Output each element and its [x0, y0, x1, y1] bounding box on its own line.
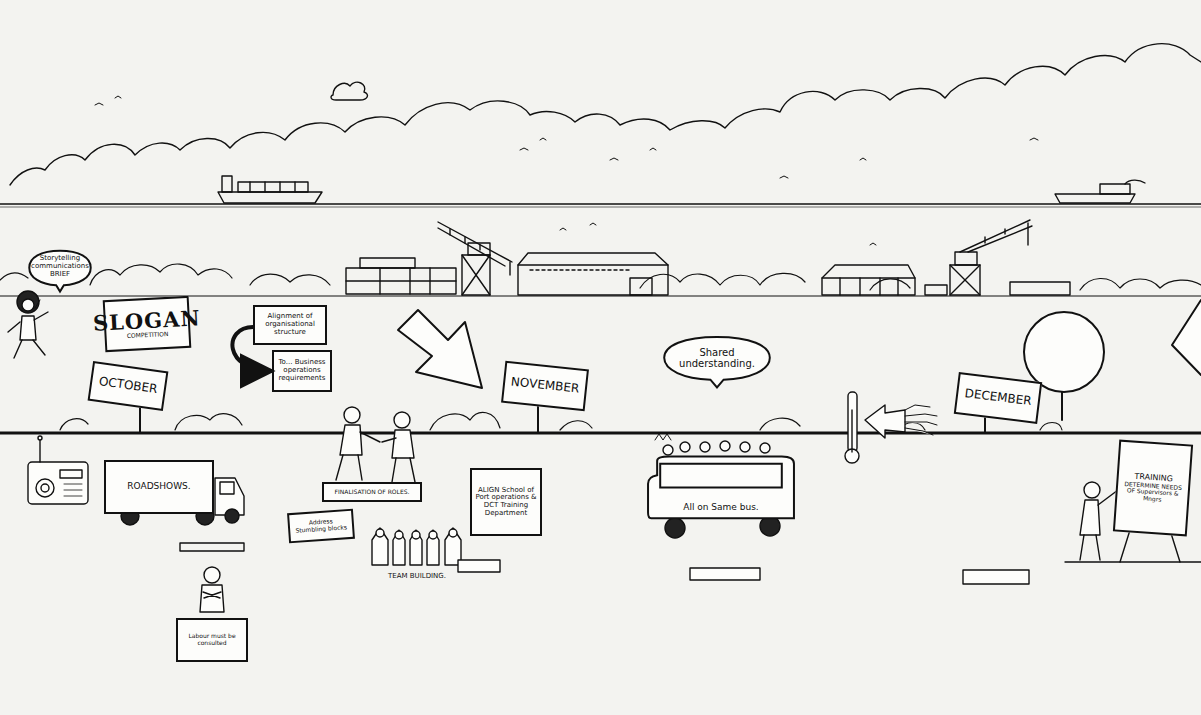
warehouse [518, 253, 668, 295]
node-text: ALIGN School of Port operations & DCT Tr… [475, 487, 537, 518]
cloud-line [10, 44, 1201, 185]
container-ship [1055, 180, 1145, 203]
month-sign: OCTOBER [88, 361, 169, 411]
node-subtext: COMPETITION [127, 331, 169, 340]
warehouse [822, 265, 915, 295]
node-text: All on Same bus. [683, 503, 758, 513]
handshake-figures [336, 407, 415, 482]
empty-box [458, 560, 500, 572]
big-arrow [398, 310, 482, 388]
node-text: TEAM BUILDING. [388, 573, 446, 581]
speech-bubble: Shared understanding. [662, 336, 772, 388]
node-subtext: DETERMINE NEEDS OF Supervisors & Mngrs [1120, 480, 1185, 504]
road-line [0, 432, 1201, 435]
cloud-small [331, 82, 367, 100]
radio [28, 436, 88, 504]
slogan-sign: SLOGANCOMPETITION [103, 296, 192, 352]
crane [925, 220, 1070, 295]
node-text: DECEMBER [964, 387, 1032, 408]
truck-body: ROADSHOWS. [104, 460, 214, 514]
node-text: Shared understanding. [665, 347, 769, 369]
empty-box [963, 570, 1029, 584]
month-sign: DECEMBER [954, 372, 1042, 424]
month-sign: NOVEMBER [501, 361, 589, 412]
sign-post [140, 392, 1062, 432]
speech-bubble: Storytelling communications BRIEF [28, 250, 92, 292]
flipchart-board: TRAININGDETERMINE NEEDS OF Supervisors &… [1113, 440, 1193, 537]
node-text: OCTOBER [98, 375, 158, 396]
node-text: NOVEMBER [510, 376, 580, 396]
storyteller-figure [8, 291, 48, 358]
bus-outline [645, 455, 797, 527]
curved-arrow [232, 327, 272, 371]
bush-line [0, 264, 1201, 290]
node-text: FINALISATION OF ROLES. [335, 489, 410, 496]
note-box: Address Stumbling blocks [287, 509, 355, 544]
team-figures [372, 528, 461, 565]
node-text: Alignment of organisational structure [258, 313, 322, 336]
container-stack [346, 258, 456, 294]
node-text: ROADSHOWS. [127, 482, 190, 492]
empty-box [690, 568, 760, 580]
node-text: Address Stumbling blocks [293, 517, 350, 534]
crane [438, 222, 512, 295]
plinth-label: FINALISATION OF ROLES. [322, 482, 422, 502]
node-text: SLOGAN [92, 306, 201, 335]
horizon-line [0, 203, 1201, 205]
round-sign [1024, 312, 1104, 392]
note-box: Alignment of organisational structure [253, 305, 327, 345]
document-stack: ALIGN School of Port operations & DCT Tr… [470, 468, 542, 536]
hands-arrow [865, 405, 937, 438]
container-ship [218, 176, 322, 203]
note-box: To... Business operations requirements [272, 350, 332, 392]
caption-label: TEAM BUILDING. [368, 566, 466, 588]
horizon-line [0, 207, 1201, 208]
node-text: Labour must be consulted [181, 633, 243, 646]
birds [95, 96, 1038, 245]
node-text: To... Business operations requirements [277, 359, 327, 382]
partial-sign [1172, 300, 1201, 375]
bus-shape: All on Same bus. [645, 455, 797, 527]
plinth-label: Labour must be consulted [176, 618, 248, 662]
labour-figure [180, 543, 244, 612]
node-text: Storytelling communications BRIEF [31, 255, 89, 278]
thermometer [845, 392, 859, 463]
